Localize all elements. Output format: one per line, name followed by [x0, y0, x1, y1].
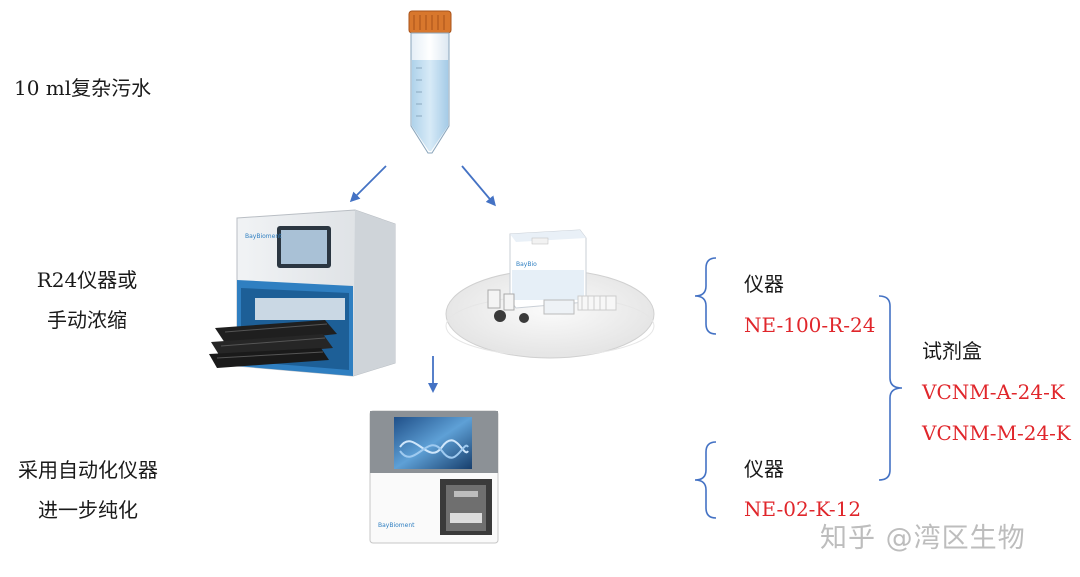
instrument-1-model: NE-100-R-24 — [744, 313, 875, 337]
watermark: 知乎 @湾区生物 — [820, 516, 1026, 555]
instrument-1-title: 仪器 — [744, 272, 784, 296]
bracket-kit — [879, 296, 902, 480]
kit-title: 试剂盒 — [922, 339, 982, 363]
instrument-2-title: 仪器 — [744, 457, 784, 481]
bracket-instrument-1 — [695, 258, 716, 334]
bracket-instrument-2 — [695, 442, 716, 518]
kit-model-a: VCNM-A-24-K — [922, 380, 1065, 404]
kit-model-m: VCNM-M-24-K — [922, 421, 1071, 445]
